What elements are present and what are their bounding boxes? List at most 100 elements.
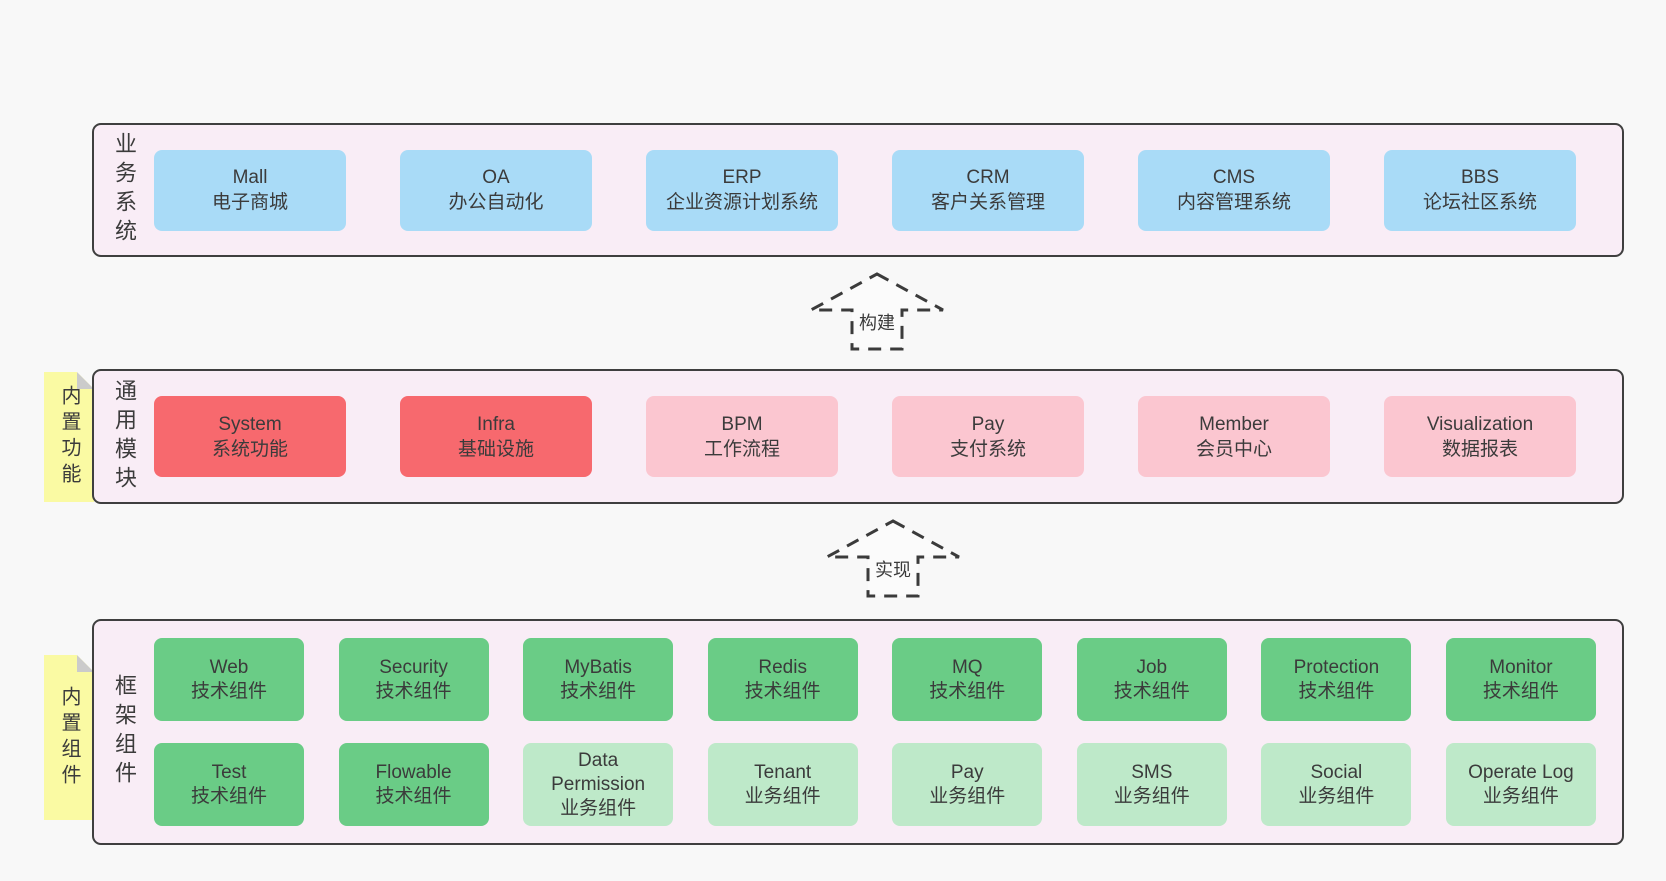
box-crm: CRM 客户关系管理 (892, 149, 1084, 231)
box-title: Social (1310, 761, 1363, 783)
panel-label-text: 通用模块 (112, 378, 137, 495)
biz-components-row: Test 技术组件 Flowable 技术组件 Data Permission … (154, 743, 1596, 826)
box-data-permission: Data Permission 业务组件 (523, 743, 674, 826)
box-title: Operate Log (1468, 761, 1574, 783)
box-subtitle: 会员中心 (1195, 438, 1272, 460)
box-tenant: Tenant 业务组件 (707, 743, 858, 826)
box-title: CRM (966, 167, 1010, 188)
box-subtitle: 技术组件 (929, 680, 1006, 702)
box-web: Web 技术组件 (154, 638, 304, 721)
box-title: Test (211, 761, 247, 783)
framework-components-grid: Web 技术组件 Security 技术组件 MyBatis 技术组件 Redi… (154, 621, 1622, 843)
box-mq: MQ 技术组件 (892, 638, 1043, 721)
box-title: Data Permission (551, 749, 646, 795)
panel-label: 通用模块 (94, 371, 154, 502)
box-title: ERP (722, 167, 762, 188)
box-title: Redis (758, 656, 807, 678)
business-systems-row: Mall 电子商城 OA 办公自动化 ERP 企业资源计划系统 CRM 客户关系… (154, 125, 1622, 255)
box-title: Visualization (1426, 413, 1534, 435)
panel-label: 框架组件 (94, 621, 154, 843)
box-sms: SMS 业务组件 (1076, 743, 1227, 826)
box-subtitle: 办公自动化 (448, 192, 544, 213)
box-title: Flowable (375, 761, 452, 783)
box-pay-module: Pay 支付系统 (892, 396, 1084, 477)
box-title: MQ (951, 656, 983, 678)
box-subtitle: 技术组件 (190, 680, 267, 702)
arrow-build: 构建 (805, 272, 949, 352)
box-title: Monitor (1489, 656, 1553, 678)
box-subtitle: 数据报表 (1441, 438, 1518, 460)
panel-common-modules: 通用模块 System 系统功能 Infra 基础设施 BPM 工作流程 Pay… (92, 369, 1624, 504)
box-infra: Infra 基础设施 (400, 396, 592, 477)
box-title: Mall (232, 167, 268, 188)
box-job: Job 技术组件 (1076, 638, 1227, 721)
box-erp: ERP 企业资源计划系统 (646, 149, 838, 231)
box-subtitle: 技术组件 (190, 785, 267, 807)
box-title: Pay (971, 413, 1005, 435)
box-subtitle: 论坛社区系统 (1422, 192, 1537, 213)
box-subtitle: 技术组件 (375, 680, 452, 702)
box-bbs: BBS 论坛社区系统 (1384, 149, 1576, 231)
box-subtitle: 技术组件 (1298, 680, 1375, 702)
box-test: Test 技术组件 (154, 743, 304, 826)
box-title: CMS (1212, 167, 1256, 188)
box-title: BPM (721, 413, 763, 435)
box-mall: Mall 电子商城 (154, 149, 346, 231)
box-subtitle: 业务组件 (560, 797, 637, 819)
box-protection: Protection 技术组件 (1261, 638, 1412, 721)
box-subtitle: 电子商城 (211, 192, 288, 213)
box-subtitle: 技术组件 (560, 680, 637, 702)
sticky-note-builtin-components: 内置组件 (44, 655, 94, 820)
box-subtitle: 业务组件 (1482, 785, 1559, 807)
box-subtitle: 业务组件 (1113, 785, 1190, 807)
box-cms: CMS 内容管理系统 (1138, 149, 1330, 231)
arrow-label: 实现 (872, 556, 914, 582)
box-subtitle: 客户关系管理 (930, 192, 1045, 213)
box-visualization: Visualization 数据报表 (1384, 396, 1576, 477)
box-flowable: Flowable 技术组件 (338, 743, 489, 826)
box-pay-component: Pay 业务组件 (892, 743, 1043, 826)
box-mybatis: MyBatis 技术组件 (523, 638, 674, 721)
box-oa: OA 办公自动化 (400, 149, 592, 231)
box-security: Security 技术组件 (338, 638, 489, 721)
box-subtitle: 内容管理系统 (1176, 192, 1291, 213)
panel-framework-components: 框架组件 Web 技术组件 Security 技术组件 MyBatis 技术组件… (92, 619, 1624, 845)
box-subtitle: 业务组件 (1298, 785, 1375, 807)
box-title: Infra (476, 413, 516, 435)
box-bpm: BPM 工作流程 (646, 396, 838, 477)
box-social: Social 业务组件 (1261, 743, 1412, 826)
box-title: Protection (1293, 656, 1380, 678)
box-subtitle: 技术组件 (1113, 680, 1190, 702)
box-subtitle: 系统功能 (211, 438, 288, 460)
box-title: Web (209, 656, 249, 678)
box-subtitle: 技术组件 (375, 785, 452, 807)
sticky-note-label: 内置功能 (58, 385, 80, 489)
box-title: Member (1199, 413, 1269, 435)
box-title: OA (482, 167, 510, 188)
panel-label-text: 框架组件 (112, 674, 137, 790)
panel-business-systems: 业务系统 Mall 电子商城 OA 办公自动化 ERP 企业资源计划系统 CRM… (92, 123, 1624, 257)
box-operate-log: Operate Log 业务组件 (1445, 743, 1596, 826)
box-member: Member 会员中心 (1138, 396, 1330, 477)
box-title: SMS (1131, 761, 1173, 783)
box-subtitle: 业务组件 (744, 785, 821, 807)
box-system: System 系统功能 (154, 396, 346, 477)
box-subtitle: 技术组件 (744, 680, 821, 702)
common-modules-row: System 系统功能 Infra 基础设施 BPM 工作流程 Pay 支付系统… (154, 371, 1622, 502)
sticky-note-label: 内置组件 (58, 685, 80, 790)
box-title: Security (379, 656, 448, 678)
box-subtitle: 支付系统 (949, 438, 1026, 460)
sticky-note-builtin-features: 内置功能 (44, 372, 94, 502)
arrow-label: 构建 (856, 309, 898, 335)
box-title: System (218, 413, 282, 435)
box-title: Pay (950, 761, 984, 783)
panel-label-text: 业务系统 (112, 132, 137, 248)
tech-components-row: Web 技术组件 Security 技术组件 MyBatis 技术组件 Redi… (154, 638, 1596, 721)
box-title: Job (1136, 656, 1168, 678)
box-subtitle: 技术组件 (1482, 680, 1559, 702)
arrow-implement: 实现 (821, 519, 965, 599)
box-subtitle: 业务组件 (929, 785, 1006, 807)
box-redis: Redis 技术组件 (707, 638, 858, 721)
panel-label: 业务系统 (94, 125, 154, 255)
